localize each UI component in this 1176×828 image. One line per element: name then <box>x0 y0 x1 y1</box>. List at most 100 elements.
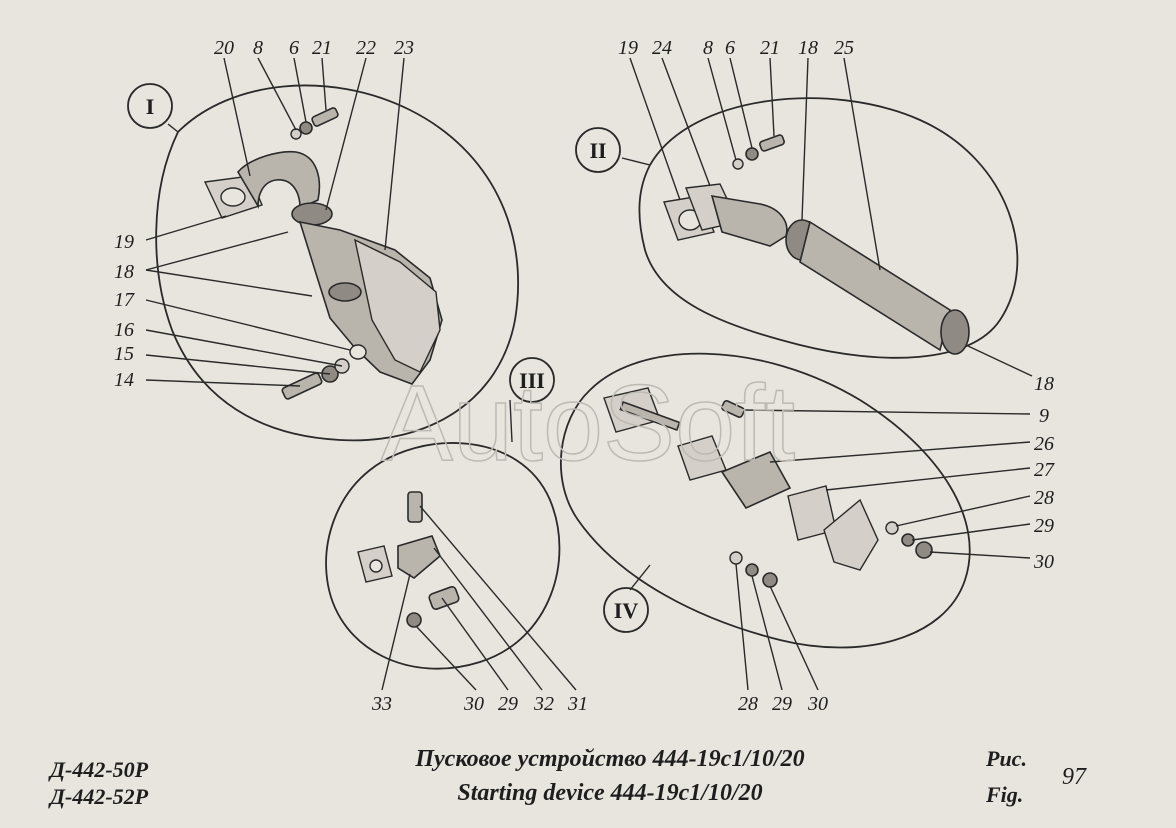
model-code-1: Д-442-50Р <box>50 757 149 782</box>
leader-15 <box>145 354 331 375</box>
callout-30-iii: 30 <box>463 693 484 715</box>
callout-30: 30 <box>1033 551 1054 573</box>
view-i-group: I <box>127 57 519 442</box>
screw-31 <box>407 491 423 523</box>
view-iii-leader <box>509 399 513 443</box>
leader-16 <box>145 329 343 367</box>
callout-27: 27 <box>1034 459 1055 481</box>
flange-hole <box>220 187 246 207</box>
view-iv-leader <box>629 564 651 591</box>
washer-28-b <box>729 551 743 565</box>
figure-number: 97 <box>1062 764 1086 790</box>
callout-28: 28 <box>1034 487 1054 509</box>
leader-25 <box>843 57 881 271</box>
plate-hole <box>369 559 383 573</box>
callout-18: 18 <box>114 261 134 283</box>
view-i-marker <box>127 83 173 129</box>
view-ii-outline <box>638 97 1019 359</box>
leader-30-b <box>769 585 819 691</box>
hose-clamp-18-ii-end <box>940 309 970 355</box>
callout-6: 6 <box>289 37 299 59</box>
view-iv-marker <box>603 587 649 633</box>
leader-24 <box>661 57 711 187</box>
view-iii-label: III <box>519 368 545 393</box>
callout-21: 21 <box>312 37 332 59</box>
nut-30 <box>915 541 933 559</box>
leader-19-ii <box>629 57 681 201</box>
body-port <box>349 344 367 360</box>
leader-18-ii-end <box>967 345 1033 377</box>
leader-29 <box>911 523 1031 541</box>
callout-30-b: 30 <box>807 693 828 715</box>
leader-21-ii <box>769 57 775 137</box>
leader-28-b <box>735 563 749 691</box>
leader-23 <box>384 57 405 251</box>
leader-9 <box>743 409 1031 415</box>
view-ii-label: II <box>589 138 606 163</box>
callout-28-b: 28 <box>738 693 758 715</box>
view-i-label: I <box>146 94 155 119</box>
callout-9: 9 <box>1039 405 1049 427</box>
callout-20: 20 <box>214 37 234 59</box>
nut-30-iii <box>406 612 422 628</box>
leader-29-b <box>751 575 783 691</box>
callout-31: 31 <box>567 693 588 715</box>
hose-clamp-22 <box>291 202 333 226</box>
bolt-14 <box>281 372 323 400</box>
leader-18-ii <box>801 57 809 221</box>
bolt-iii <box>428 586 460 610</box>
callout-29-iii: 29 <box>498 693 518 715</box>
leader-33 <box>381 573 411 691</box>
callout-15: 15 <box>114 343 134 365</box>
leader-8 <box>257 57 297 131</box>
view-iv-group: IV <box>560 352 1031 691</box>
hose-25 <box>799 220 951 352</box>
callout-25: 25 <box>834 37 854 59</box>
bolt-21-ii <box>759 134 785 152</box>
washer-6 <box>299 121 313 135</box>
view-i-outline <box>155 84 519 442</box>
leader-32 <box>433 547 543 691</box>
view-iii-marker <box>509 357 555 403</box>
callout-18-ii-end: 18 <box>1034 373 1054 395</box>
leader-19-i <box>145 215 227 241</box>
view-ii-marker <box>575 127 621 173</box>
leader-20 <box>223 57 251 177</box>
callout-24: 24 <box>652 37 672 59</box>
elbow-pipe <box>237 150 321 210</box>
bolt-21 <box>311 107 339 127</box>
leader-8-ii <box>707 57 737 161</box>
view-iii-outline <box>325 442 561 670</box>
view-i-leader <box>167 123 179 133</box>
cover-iv <box>823 498 879 571</box>
view-iv-label: IV <box>614 598 639 623</box>
body-cover <box>354 238 441 373</box>
leader-18-b <box>145 269 313 297</box>
model-code-2: Д-442-52Р <box>50 784 149 809</box>
callout-8-ii: 8 <box>703 37 713 59</box>
callout-26: 26 <box>1034 433 1054 455</box>
flange-27 <box>720 450 792 510</box>
view-iv-outline <box>560 352 971 649</box>
washer-6-ii <box>745 147 759 161</box>
callout-18-ii: 18 <box>798 37 818 59</box>
callout-labels: 20 8 6 21 22 23 19 18 17 16 15 14 19 24 … <box>114 37 1055 715</box>
washer-8 <box>290 128 302 140</box>
leader-26 <box>769 441 1031 463</box>
leader-31 <box>419 505 577 691</box>
callout-8: 8 <box>253 37 263 59</box>
callout-33: 33 <box>371 693 392 715</box>
leader-14 <box>145 379 301 387</box>
callout-29: 29 <box>1034 515 1054 537</box>
stud-iv <box>619 400 681 432</box>
callout-19: 19 <box>114 231 134 253</box>
leader-6 <box>293 57 307 123</box>
callout-23: 23 <box>394 37 414 59</box>
bracket-32 <box>397 535 441 579</box>
callout-17: 17 <box>114 289 135 311</box>
leader-21 <box>321 57 327 111</box>
nut-30-b <box>762 572 778 588</box>
callout-29-b: 29 <box>772 693 792 715</box>
callout-21-ii: 21 <box>760 37 780 59</box>
